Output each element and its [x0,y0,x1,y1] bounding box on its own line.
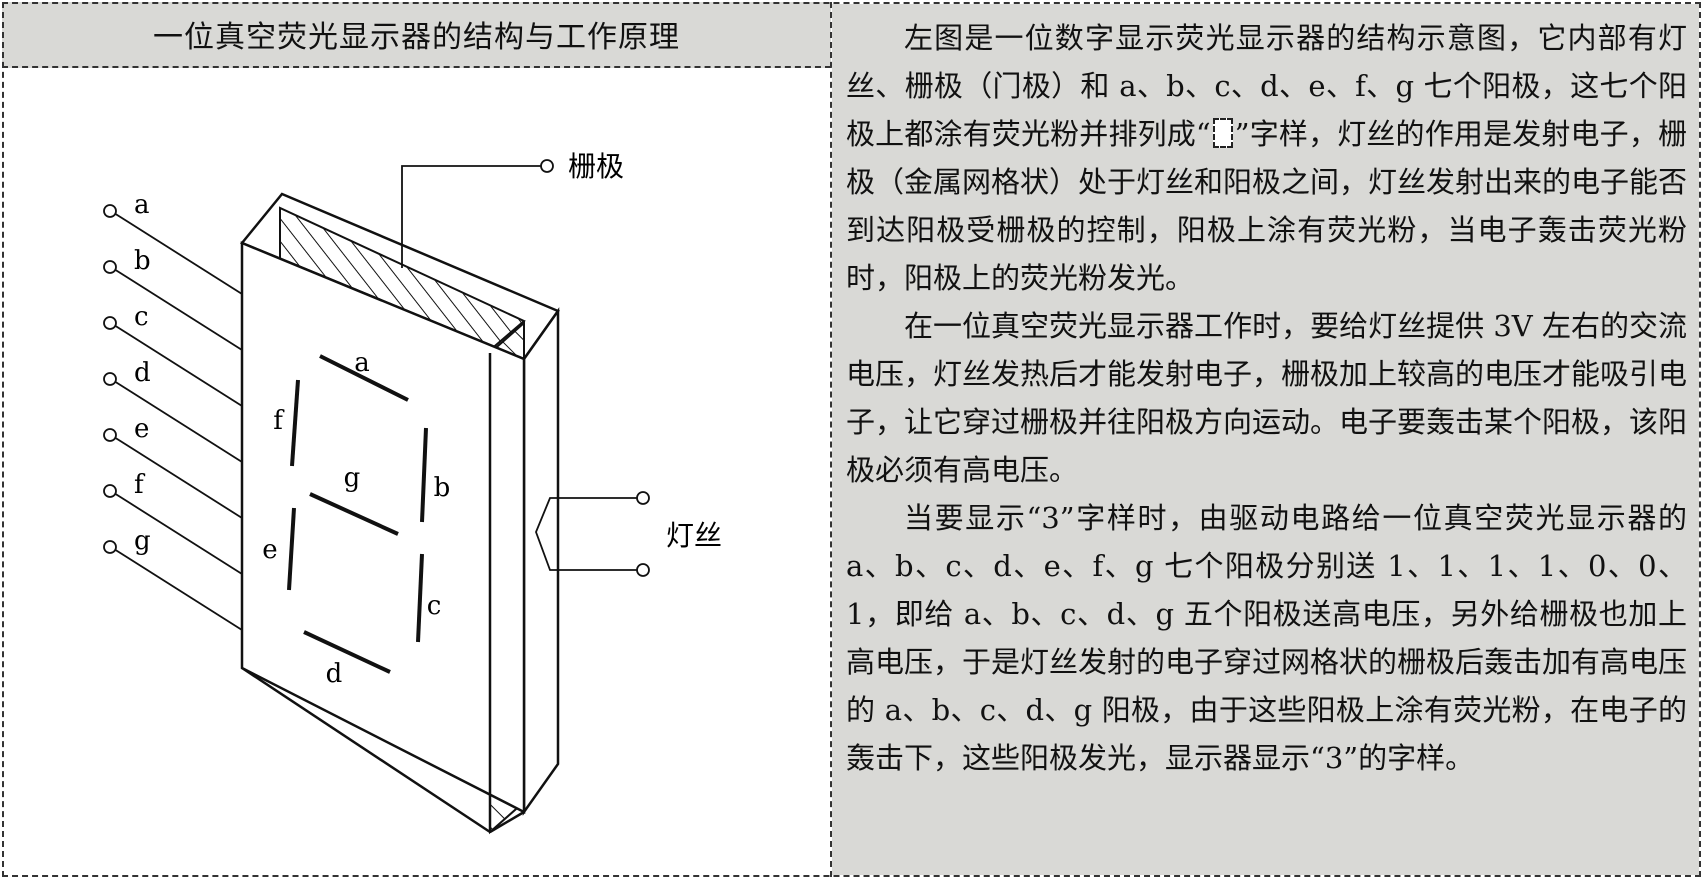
pin-leads [103,204,243,631]
panel-divider [830,2,832,877]
grid-label: 栅极 [568,150,624,183]
segment-g [309,492,399,536]
filament-terminal-top [636,491,650,505]
segment-label-c: c [427,591,442,621]
pin-label-b: b [134,246,151,276]
segment-b [420,427,428,523]
filament-terminal-bottom [636,563,650,577]
seven-segment-icon [1212,118,1233,148]
pin-d-terminal [103,372,117,386]
segment-label-f: f [273,406,285,436]
pin-g-terminal [103,540,117,554]
grid-lead [401,165,542,268]
segment-c [416,553,424,643]
segment-label-a: a [354,348,370,378]
segment-e [287,507,296,591]
segment-label-g: g [344,463,361,493]
pin-b-terminal [103,260,117,274]
panel-title: 一位真空荧光显示器的结构与工作原理 [2,2,831,68]
filament-label: 灯丝 [666,519,722,552]
segment-a [319,354,409,402]
pin-c-terminal [103,316,117,330]
segment-label-d: d [326,659,343,689]
segment-label-e: e [262,535,277,565]
vfd-structure-diagram: a b c d e f g a b c d e f g [103,150,722,835]
segment-f [290,379,300,467]
pin-e-terminal [103,428,117,442]
pin-f-terminal [103,484,117,498]
filament-lead [535,497,638,571]
pin-label-f: f [134,470,146,500]
pin-label-d: d [134,358,151,388]
pin-label-c: c [134,302,149,332]
paragraph-structure-part2: ”字样，灯丝的作用是发射电子，栅极（金属网格状）处于灯丝和阳极之间，灯丝发射出来… [846,117,1688,295]
paragraph-structure-part1: 左图是一位数字显示荧光显示器的结构示意图，它内部有灯丝、栅极（门极）和 a、b、… [846,21,1687,151]
explanation-panel: 左图是一位数字显示荧光显示器的结构示意图，它内部有灯丝、栅极（门极）和 a、b、… [832,4,1699,875]
pin-label-e: e [134,414,149,444]
grid-terminal [540,159,554,173]
diagram-panel: 一位真空荧光显示器的结构与工作原理 a [2,2,831,877]
segment-d [303,630,391,674]
paragraph-operation: 在一位真空荧光显示器工作时，要给灯丝提供 3V 左右的交流电压，灯丝发热后才能发… [846,309,1688,487]
segment-label-b: b [434,473,451,503]
paragraph-structure: 左图是一位数字显示荧光显示器的结构示意图，它内部有灯丝、栅极（门极）和 a、b、… [846,14,1687,302]
pin-label-a: a [134,190,150,220]
pin-label-g: g [134,526,151,556]
pin-a-terminal [103,204,117,218]
paragraph-display-3: 当要显示“3”字样时，由驱动电路给一位真空荧光显示器的 a、b、c、d、e、f、… [846,501,1688,775]
